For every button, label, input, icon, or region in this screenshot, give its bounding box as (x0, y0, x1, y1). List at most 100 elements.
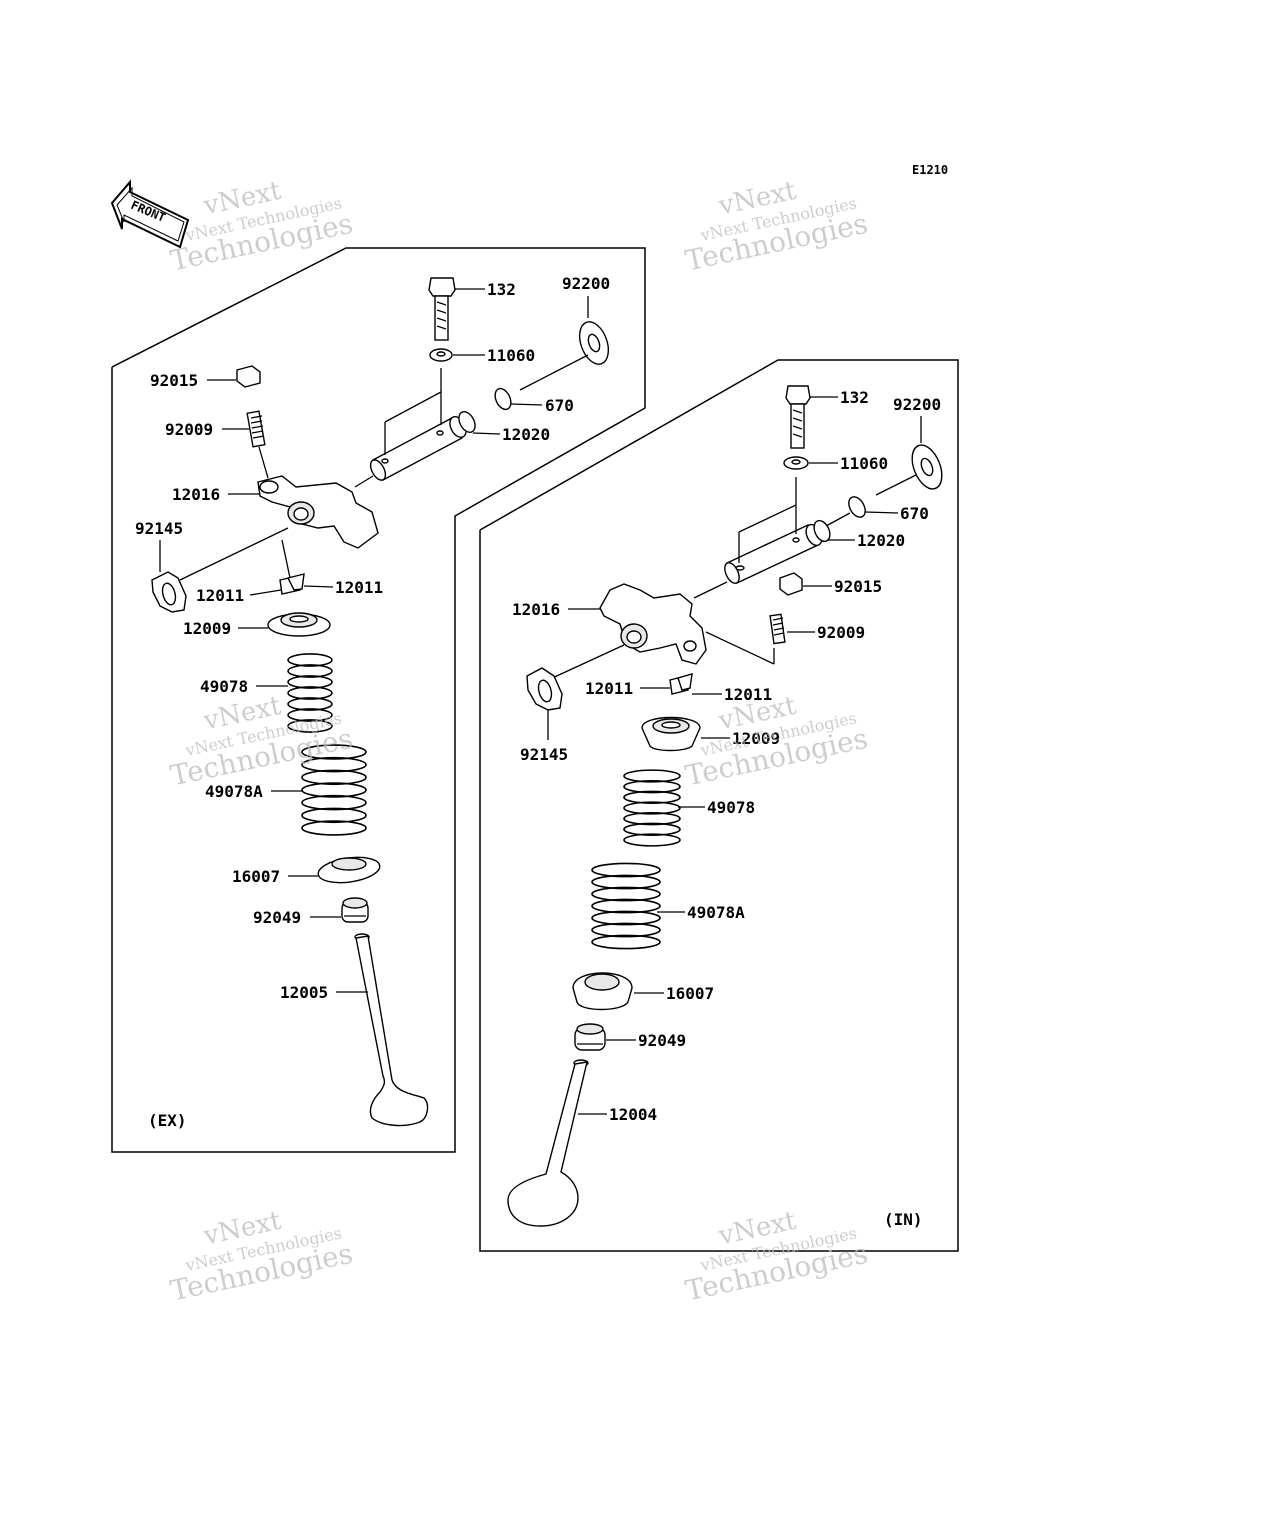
ex-bolt-132 (428, 277, 456, 341)
spring-coil (301, 807, 367, 824)
spring-coil (287, 653, 333, 667)
ex-label-92049: 92049 (253, 908, 301, 927)
ex-label-92015: 92015 (150, 371, 198, 390)
in-label-12011a: 12011 (585, 679, 633, 698)
in-seat-16007 (572, 972, 633, 1011)
in-label-12020: 12020 (857, 531, 905, 550)
ex-spring-49078 (287, 653, 333, 733)
ex-label-49078A: 49078A (205, 782, 263, 801)
ex-label-12009: 12009 (183, 619, 231, 638)
in-shaft-12020 (724, 519, 831, 584)
spring-coil (591, 922, 661, 938)
spring-coil (623, 790, 681, 805)
ex-spring-49078a (301, 744, 367, 836)
ex-nut-92015 (236, 365, 261, 388)
spring-coil (623, 801, 681, 815)
in-spring-49078 (623, 769, 681, 847)
front-arrow-icon: FRONT (110, 179, 190, 249)
spring-coil (301, 782, 367, 798)
spring-coil (591, 934, 661, 950)
in-screw-92009 (769, 613, 786, 645)
in-label-11060: 11060 (840, 454, 888, 473)
in-assembly: 132 11060 92200 670 12020 (507, 385, 943, 1229)
in-label-92009: 92009 (817, 623, 865, 642)
in-cotter-12011 (669, 673, 693, 695)
in-seal-92049 (574, 1023, 606, 1051)
in-label-12016: 12016 (512, 600, 560, 619)
in-label-12011b: 12011 (724, 685, 772, 704)
ex-valve-12005 (354, 933, 429, 1127)
ex-shaft-12020 (369, 411, 476, 481)
ex-label-12020: 12020 (502, 425, 550, 444)
diagram-code: E1210 (912, 163, 948, 177)
spring-coil (287, 697, 333, 711)
spring-coil (301, 744, 367, 760)
in-label-16007: 16007 (666, 984, 714, 1003)
ex-label-12016: 12016 (172, 485, 220, 504)
spring-coil (623, 769, 681, 783)
spring-coil (623, 812, 681, 826)
in-label-92015: 92015 (834, 577, 882, 596)
spring-coil (591, 910, 661, 926)
spring-coil (287, 675, 333, 689)
in-label-12009: 12009 (732, 729, 780, 748)
in-section-label: (IN) (884, 1210, 923, 1229)
ex-label-92145: 92145 (135, 519, 183, 538)
spring-coil (591, 898, 661, 914)
ex-cotter-12011 (279, 573, 305, 595)
in-label-92049: 92049 (638, 1031, 686, 1050)
spring-coil (591, 862, 661, 878)
ex-label-92009: 92009 (165, 420, 213, 439)
ex-label-12005: 12005 (280, 983, 328, 1002)
spring-coil (287, 664, 333, 678)
ex-label-92200: 92200 (562, 274, 610, 293)
in-valve-12004 (507, 1059, 589, 1227)
in-rocker-arm-12016 (599, 583, 707, 665)
in-label-670: 670 (900, 504, 929, 523)
spring-coil (287, 719, 333, 733)
ex-label-12011b: 12011 (335, 578, 383, 597)
ex-label-132: 132 (487, 280, 516, 299)
ex-frame (111, 247, 646, 1153)
spring-coil (591, 886, 661, 902)
ex-seat-16007 (317, 856, 381, 884)
spring-coil (301, 794, 367, 811)
in-nut-92015 (779, 572, 803, 596)
in-label-132: 132 (840, 388, 869, 407)
ex-label-670: 670 (545, 396, 574, 415)
ex-seal-92049 (341, 897, 369, 923)
spring-coil (301, 756, 367, 773)
in-label-12004: 12004 (609, 1105, 657, 1124)
ex-section-label: (EX) (148, 1111, 187, 1130)
ex-label-16007: 16007 (232, 867, 280, 886)
ex-retainer-12009 (267, 612, 331, 637)
ex-assembly: 132 11060 92200 670 12020 (135, 274, 610, 1130)
in-label-49078A: 49078A (687, 903, 745, 922)
spring-coil (623, 822, 681, 837)
in-label-92145: 92145 (520, 745, 568, 764)
ex-oring-670 (494, 387, 512, 411)
in-oring-670 (848, 496, 866, 518)
spring-coil (287, 708, 333, 722)
spring-coil (623, 833, 681, 847)
ex-screw-92009 (246, 410, 266, 448)
spring-coil (591, 874, 661, 890)
spring-coil (287, 686, 333, 700)
in-spring-49078a (591, 862, 661, 950)
in-label-92200: 92200 (893, 395, 941, 414)
ex-label-49078: 49078 (200, 677, 248, 696)
ex-label-11060: 11060 (487, 346, 535, 365)
spring-coil (623, 780, 681, 794)
ex-rocker-arm-12016 (257, 475, 379, 549)
ex-label-12011a: 12011 (196, 586, 244, 605)
spring-coil (301, 820, 367, 836)
in-bolt-132 (785, 385, 811, 449)
in-retainer-12009 (641, 716, 701, 752)
